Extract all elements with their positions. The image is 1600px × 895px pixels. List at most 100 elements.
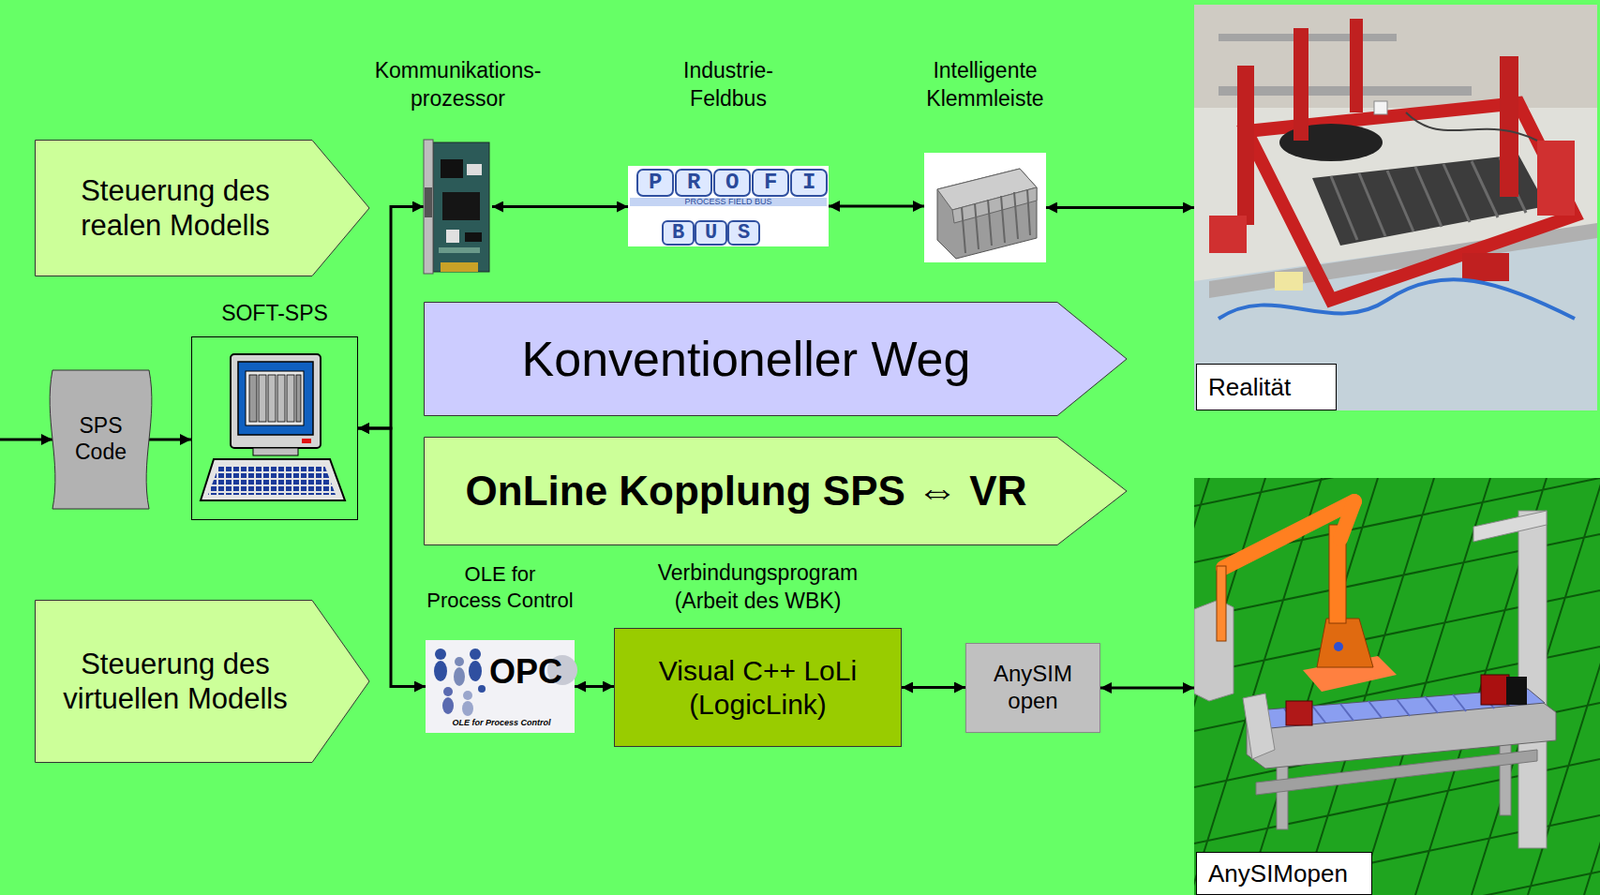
caption-text: Realität xyxy=(1208,373,1291,403)
virtual-model-render xyxy=(1284,691,1495,726)
opc-logo xyxy=(425,640,578,733)
pci-card xyxy=(423,139,490,274)
computer-icon xyxy=(230,354,321,449)
virtual-model-render xyxy=(1276,763,1288,830)
opc-logo xyxy=(462,701,474,717)
real-model-photo xyxy=(1194,4,1598,411)
control-arrow: Steuerung des virtuellen Modells xyxy=(34,599,371,763)
arrow-outline xyxy=(424,437,1128,546)
arrow-shape xyxy=(34,599,371,763)
real-model-photo xyxy=(1462,253,1510,282)
real-model-photo xyxy=(1218,279,1575,319)
pci-card xyxy=(438,247,480,254)
heading-label: Industrie- Feldbus xyxy=(667,57,790,114)
text-block: Steuerung des virtuellen Modells xyxy=(48,646,302,717)
computer-icon xyxy=(277,374,285,422)
virtual-model-render xyxy=(1242,693,1275,760)
arrow-shape xyxy=(34,139,371,277)
real-model-photo xyxy=(1237,65,1255,225)
opc-logo xyxy=(468,660,482,682)
text-block: OnLine Kopplung SPS ⇔ VR xyxy=(465,466,1028,517)
computer-icon xyxy=(268,374,276,422)
real-model-photo xyxy=(1537,140,1575,216)
connector xyxy=(1046,206,1195,210)
pci-card xyxy=(442,192,480,221)
logo-lettering: PROFI xyxy=(648,169,841,196)
caption-text: AnySIMopen xyxy=(1208,859,1348,889)
virtual-model-render xyxy=(1506,676,1527,705)
opc-logo xyxy=(434,648,447,660)
connector xyxy=(901,686,966,689)
text-area: Konventioneller Weg xyxy=(423,301,1128,417)
real-model-photo xyxy=(1499,56,1519,197)
arrow-outline xyxy=(424,302,1128,417)
virtual-model-render: AnySIMopen xyxy=(1194,478,1598,895)
profibus-logo xyxy=(629,197,827,207)
text-area: Visual C++ LoLi (LogicLink) xyxy=(614,628,901,747)
path-arrow: OnLine Kopplung SPS ⇔ VR xyxy=(423,436,1128,546)
computer-icon xyxy=(258,374,267,422)
text-area: Steuerung des virtuellen Modells xyxy=(34,599,371,763)
connector xyxy=(1100,687,1195,690)
text-area: AnySIM open xyxy=(966,643,1100,733)
text-block: SPS Code xyxy=(63,413,139,465)
text-area: SPS Code xyxy=(46,369,155,510)
virtual-model-render xyxy=(1216,566,1227,642)
opc-logo xyxy=(463,690,473,701)
terminal-block xyxy=(952,187,1037,224)
real-model-photo: Realität xyxy=(1194,4,1598,411)
text-block: Konventioneller Weg xyxy=(522,329,972,389)
input-wire xyxy=(0,439,53,441)
computer-icon xyxy=(200,459,345,501)
computer-icon xyxy=(286,374,295,422)
logo-lettering: PROCESS FIELD BUS xyxy=(684,196,772,208)
comm-processor-card: Kommunikations- prozessor xyxy=(423,139,493,274)
virtual-model-render xyxy=(1194,599,1234,702)
computer-icon xyxy=(238,361,314,435)
connector xyxy=(358,207,424,430)
virtual-model-render xyxy=(1194,478,1600,895)
code-document: SPS Code xyxy=(46,369,155,510)
connector xyxy=(574,685,614,688)
real-model-photo xyxy=(1405,112,1538,141)
virtual-model-render xyxy=(1194,478,1600,895)
link-program-box: Verbindungsprogram (Arbeit des WBK)Visua… xyxy=(613,628,902,748)
arrow-outline xyxy=(35,600,371,763)
computer-icon xyxy=(301,438,312,444)
virtual-model-render xyxy=(1194,478,1600,895)
opc-logo xyxy=(454,657,464,667)
node-label: SPS Code xyxy=(63,413,139,465)
virtual-model-render xyxy=(1480,674,1510,705)
node-label: OnLine Kopplung SPS ⇔ VR xyxy=(465,466,1028,517)
pci-card xyxy=(464,232,482,242)
document-outline xyxy=(49,370,152,509)
pci-card xyxy=(446,229,460,243)
real-model-photo xyxy=(1293,28,1309,141)
logo-lettering: OPC xyxy=(489,652,563,691)
pci-card xyxy=(424,187,433,218)
pci-card xyxy=(466,164,482,176)
terminal-block xyxy=(961,189,1031,254)
virtual-model-render xyxy=(1285,701,1313,726)
caption-tag: AnySIMopen xyxy=(1196,852,1373,895)
real-model-photo xyxy=(1209,215,1247,254)
terminal-block: Intelligente Klemmleiste xyxy=(924,152,1047,263)
virtual-model-render xyxy=(1223,501,1355,569)
heading-label: OLE for Process Control xyxy=(425,561,576,615)
computer-icon xyxy=(249,374,257,422)
arrow-outline xyxy=(35,140,371,277)
computer-icon xyxy=(208,464,336,495)
opc-logo xyxy=(442,697,454,715)
heading-label: Kommunikations- prozessor xyxy=(364,57,553,114)
text-block: Visual C++ LoLi (LogicLink) xyxy=(622,654,894,722)
computer-icon xyxy=(245,371,304,426)
terminal-block xyxy=(924,152,1047,263)
soft-plc-box: SOFT-SPS xyxy=(191,336,359,521)
real-model-photo xyxy=(1374,101,1388,115)
pci-card xyxy=(433,142,490,272)
simulator-box: AnySIM open xyxy=(965,642,1101,733)
opc-logo xyxy=(453,667,465,687)
pci-card xyxy=(440,262,479,272)
heading-label: Verbindungsprogram (Arbeit des WBK) xyxy=(631,559,885,616)
terminal-block xyxy=(937,168,1037,259)
